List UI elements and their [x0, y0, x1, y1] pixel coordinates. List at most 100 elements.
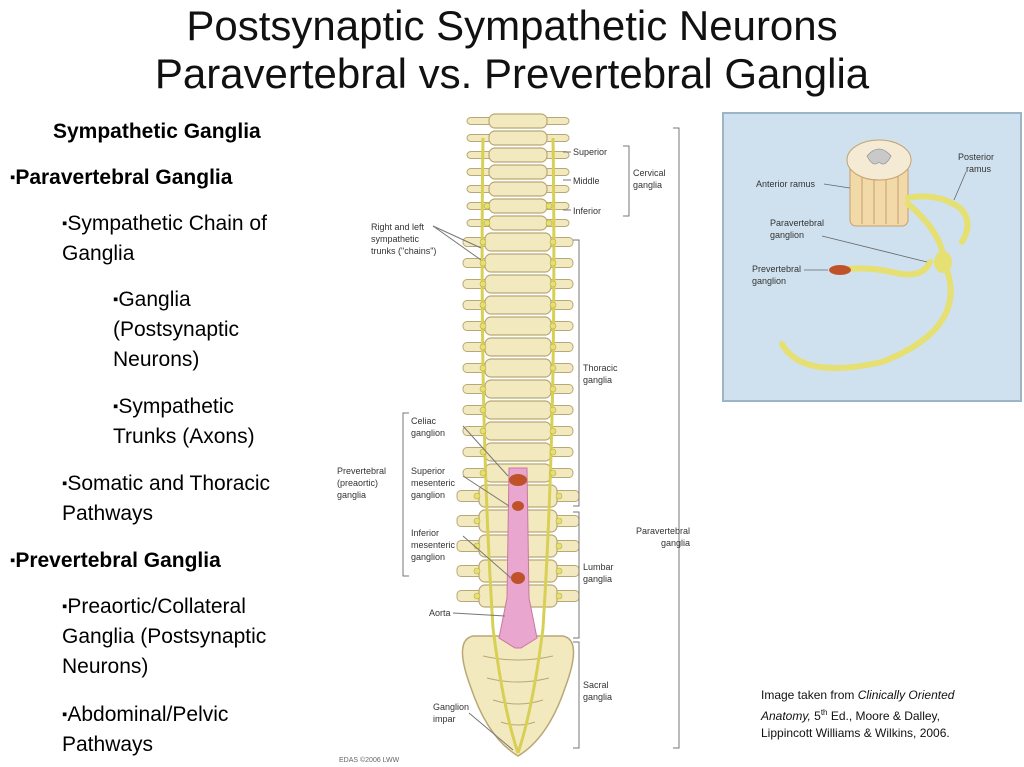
chain-ganglion [549, 259, 557, 267]
label-celiac-2: ganglion [411, 428, 445, 438]
bullet-icon: ▪ [62, 598, 68, 615]
vertebral-body [484, 253, 552, 273]
chain-ganglion [479, 343, 487, 351]
bullet-icon: ▪ [62, 475, 68, 492]
inset-label-posterior-2: ramus [966, 164, 992, 174]
chain-ganglion [479, 238, 487, 246]
label-chains-2: sympathetic [371, 234, 420, 244]
bullet-preaortic-cont-1: Ganglia (Postsynaptic [62, 625, 267, 648]
chain-ganglion [549, 406, 557, 414]
chain-ganglion [555, 517, 563, 525]
label-cervical-1: Cervical [633, 168, 666, 178]
label-impar-1: Ganglion [433, 702, 469, 712]
vertebral-body [488, 181, 548, 197]
sacrum [461, 635, 575, 757]
bullet-chain: ▪Sympathetic Chain of [62, 209, 267, 239]
bullet-preaortic-cont-2: Neurons) [62, 655, 149, 678]
label-superior: Superior [573, 147, 607, 157]
bullet-trunks: ▪Sympathetic [113, 392, 234, 422]
citation-edition: 5 [810, 709, 821, 723]
chain-ganglion [549, 322, 557, 330]
citation-prefix: Image taken from [761, 688, 858, 702]
chain-ganglion [549, 385, 557, 393]
bullet-trunks-cont: Trunks (Axons) [113, 425, 255, 448]
bullet-paravertebral-label: Paravertebral Ganglia [15, 166, 233, 189]
chain-ganglion [483, 219, 491, 227]
bullet-prevertebral-label: Prevertebral Ganglia [15, 549, 221, 572]
chain-ganglion [479, 406, 487, 414]
label-aorta: Aorta [429, 608, 451, 618]
chain-ganglion [549, 280, 557, 288]
citation-line-1: Image taken from Clinically Oriented [761, 687, 1016, 704]
bullet-icon: ▪ [113, 398, 119, 415]
title-line-2: Paravertebral vs. Prevertebral Ganglia [154, 50, 870, 97]
vertebral-body [484, 442, 552, 462]
label-prevertebral-2: (preaortic) [337, 478, 378, 488]
label-chains-1: Right and left [371, 222, 425, 232]
vertebral-body [488, 130, 548, 146]
label-cervical-2: ganglia [633, 180, 662, 190]
vertebral-body [488, 113, 548, 129]
bullet-abdominal-label: Abdominal/Pelvic [67, 703, 229, 726]
label-prevertebral-1: Prevertebral [337, 466, 386, 476]
inset-label-anterior: Anterior ramus [756, 179, 816, 189]
bullet-icon: ▪ [10, 169, 16, 186]
chain-ganglion [479, 301, 487, 309]
chain-ganglion [549, 469, 557, 477]
citation-line-2: Anatomy, 5th Ed., Moore & Dalley, [761, 704, 1016, 725]
chain-ganglion [473, 492, 481, 500]
label-thoracic-1: Thoracic [583, 363, 618, 373]
inset-label-posterior-1: Posterior [958, 152, 994, 162]
bullet-outline: Sympathetic Ganglia ▪Paravertebral Gangl… [0, 0, 330, 767]
vertebral-body [484, 232, 552, 252]
chain-ganglion [479, 385, 487, 393]
vertebral-body [488, 147, 548, 163]
chain-ganglion [549, 427, 557, 435]
paravertebral-ganglion [934, 251, 952, 273]
bullet-chain-cont: Ganglia [62, 242, 135, 265]
bullet-somatic-label: Somatic and Thoracic [67, 472, 271, 495]
label-lumbar-2: ganglia [583, 574, 612, 584]
bullet-chain-label: Sympathetic Chain of [67, 212, 267, 235]
chain-ganglion [473, 517, 481, 525]
bullet-icon: ▪ [62, 215, 68, 232]
label-paravertebral-2: ganglia [661, 538, 690, 548]
bullet-trunks-label: Sympathetic [118, 395, 234, 418]
image-citation: Image taken from Clinically Oriented Ana… [761, 687, 1016, 742]
label-supmes-3: ganglion [411, 490, 445, 500]
inset-label-paravertebral-2: ganglion [770, 230, 804, 240]
chain-ganglion [473, 592, 481, 600]
bullet-icon: ▪ [10, 552, 16, 569]
chain-ganglion [549, 238, 557, 246]
aorta [498, 467, 538, 649]
spine-ganglia-illustration: Superior Middle Inferior Cervical gangli… [337, 113, 690, 764]
paravertebral-ganglia-dots [473, 202, 563, 600]
bullet-abdominal: ▪Abdominal/Pelvic [62, 700, 228, 730]
label-infmes-2: mesenteric [411, 540, 456, 550]
vertebral-body [484, 316, 552, 336]
label-celiac-1: Celiac [411, 416, 437, 426]
chain-ganglion [549, 448, 557, 456]
chain-ganglion [479, 322, 487, 330]
vertebral-body [488, 164, 548, 180]
chain-ganglion [549, 343, 557, 351]
bullet-icon: ▪ [62, 706, 68, 723]
bullet-preaortic-label: Preaortic/Collateral [67, 595, 246, 618]
bullet-preaortic: ▪Preaortic/Collateral [62, 592, 246, 622]
citation-book-title-1: Clinically Oriented [857, 688, 955, 702]
vertebral-body [488, 198, 548, 214]
title-line-1: Postsynaptic Sympathetic Neurons [186, 2, 838, 49]
label-thoracic-2: ganglia [583, 375, 612, 385]
vertebral-body [484, 274, 552, 294]
bullet-somatic: ▪Somatic and Thoracic [62, 469, 270, 499]
inset-label-paravertebral-1: Paravertebral [770, 218, 824, 228]
label-sacral-1: Sacral [583, 680, 609, 690]
chain-ganglion [555, 542, 563, 550]
label-paravertebral-1: Paravertebral [636, 526, 690, 536]
chain-ganglion [545, 219, 553, 227]
bullet-ganglia: ▪Ganglia [113, 285, 191, 315]
bullet-ganglia-cont-1: (Postsynaptic [113, 318, 240, 341]
vertebral-body [484, 379, 552, 399]
chain-ganglion [479, 280, 487, 288]
vertebral-body [484, 295, 552, 315]
